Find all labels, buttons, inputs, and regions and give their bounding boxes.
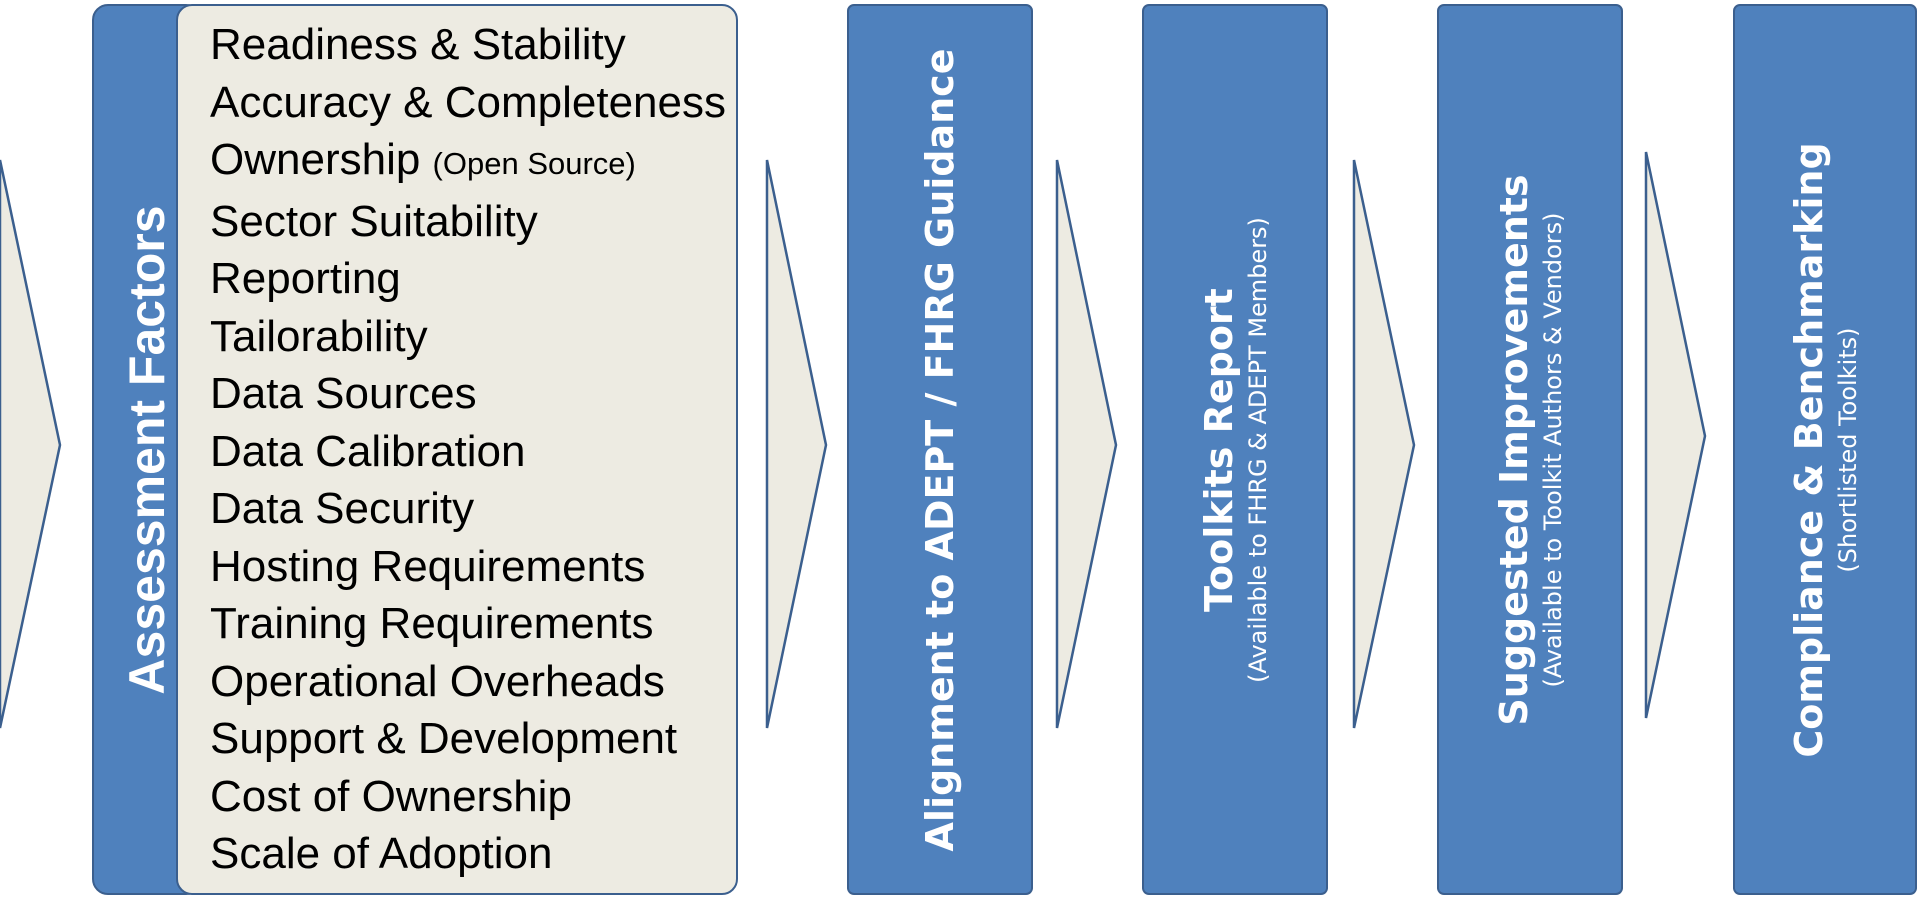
chevron-arrow-icon: [1644, 151, 1707, 719]
stage-compliance-benchmarking-panel: Compliance & Benchmarking (Shortlisted T…: [1733, 4, 1917, 895]
assessment-factor-text: Reporting: [210, 254, 401, 303]
chevron-arrow-icon: [765, 159, 828, 729]
stage-compliance-benchmarking-label: Compliance & Benchmarking (Shortlisted T…: [1786, 142, 1864, 757]
assessment-factors-box: [176, 4, 738, 895]
stage-suggested-improvements-subtitle: (Available to Toolkit Authors & Vendors): [1539, 211, 1567, 688]
assessment-factor-text: Readiness & Stability: [210, 20, 626, 69]
assessment-factor-text: Tailorability: [210, 311, 428, 361]
stage-compliance-benchmarking-title: Compliance & Benchmarking: [1787, 141, 1831, 758]
assessment-factor-text: Accuracy & Completeness: [210, 77, 726, 127]
chevron-arrow-icon: [1055, 159, 1118, 729]
assessment-factor-text: Scale of Adoption: [210, 829, 553, 878]
assessment-factor-item: Cost of Ownership: [210, 768, 726, 826]
assessment-factor-item: Tailorability: [210, 308, 726, 366]
assessment-factor-text: Operational Overheads: [210, 656, 665, 706]
assessment-factor-item: Support & Development: [210, 710, 726, 768]
assessment-factor-item: Data Calibration: [210, 423, 726, 481]
stage-toolkits-report-label: Toolkits Report (Available to FHRG & ADE…: [1196, 217, 1274, 683]
stage-toolkits-report-subtitle: (Available to FHRG & ADEPT Members): [1244, 216, 1272, 683]
assessment-factor-item: Training Requirements: [210, 595, 726, 653]
assessment-factor-item: Operational Overheads: [210, 653, 726, 711]
assessment-factor-text: Data Sources: [210, 369, 477, 418]
stage-toolkits-report-panel: Toolkits Report (Available to FHRG & ADE…: [1142, 4, 1328, 895]
chevron-arrow-icon: [1352, 159, 1416, 729]
assessment-factor-note: (Open Source): [432, 146, 636, 181]
assessment-factor-text: Sector Suitability: [210, 196, 538, 246]
assessment-factor-item: Ownership (Open Source): [210, 131, 726, 193]
assessment-factor-text: Ownership: [210, 135, 421, 184]
stage-alignment-title: Alignment to ADEPT / FHRG Guidance: [918, 48, 962, 851]
stage-alignment-label: Alignment to ADEPT / FHRG Guidance: [917, 48, 963, 851]
assessment-factor-item: Readiness & Stability: [210, 16, 726, 74]
chevron-arrow-icon: [0, 159, 62, 729]
stage-compliance-benchmarking-subtitle: (Shortlisted Toolkits): [1834, 326, 1862, 573]
stage-suggested-improvements-label: Suggested Improvements (Available to Too…: [1491, 174, 1569, 725]
assessment-factor-item: Data Sources: [210, 365, 726, 423]
stage-toolkits-report-title: Toolkits Report: [1197, 287, 1241, 612]
assessment-factor-item: Hosting Requirements: [210, 538, 726, 596]
assessment-factors-label: Assessment Factors: [119, 205, 175, 694]
assessment-factors-title: Assessment Factors: [119, 204, 175, 695]
assessment-factor-item: Reporting: [210, 250, 726, 308]
assessment-factor-item: Sector Suitability: [210, 193, 726, 251]
assessment-factor-item: Accuracy & Completeness: [210, 74, 726, 132]
stage-suggested-improvements-panel: Suggested Improvements (Available to Too…: [1437, 4, 1623, 895]
stage-suggested-improvements-title: Suggested Improvements: [1492, 173, 1536, 726]
assessment-factor-text: Data Security: [210, 484, 475, 533]
assessment-factor-item: Data Security: [210, 480, 726, 538]
assessment-factor-text: Training Requirements: [210, 599, 654, 648]
stage-alignment-panel: Alignment to ADEPT / FHRG Guidance: [847, 4, 1033, 895]
assessment-factor-text: Data Calibration: [210, 426, 526, 476]
assessment-factor-item: Scale of Adoption: [210, 825, 726, 883]
assessment-factor-text: Support & Development: [210, 714, 678, 763]
assessment-factor-text: Cost of Ownership: [210, 771, 572, 821]
assessment-factor-text: Hosting Requirements: [210, 541, 646, 591]
